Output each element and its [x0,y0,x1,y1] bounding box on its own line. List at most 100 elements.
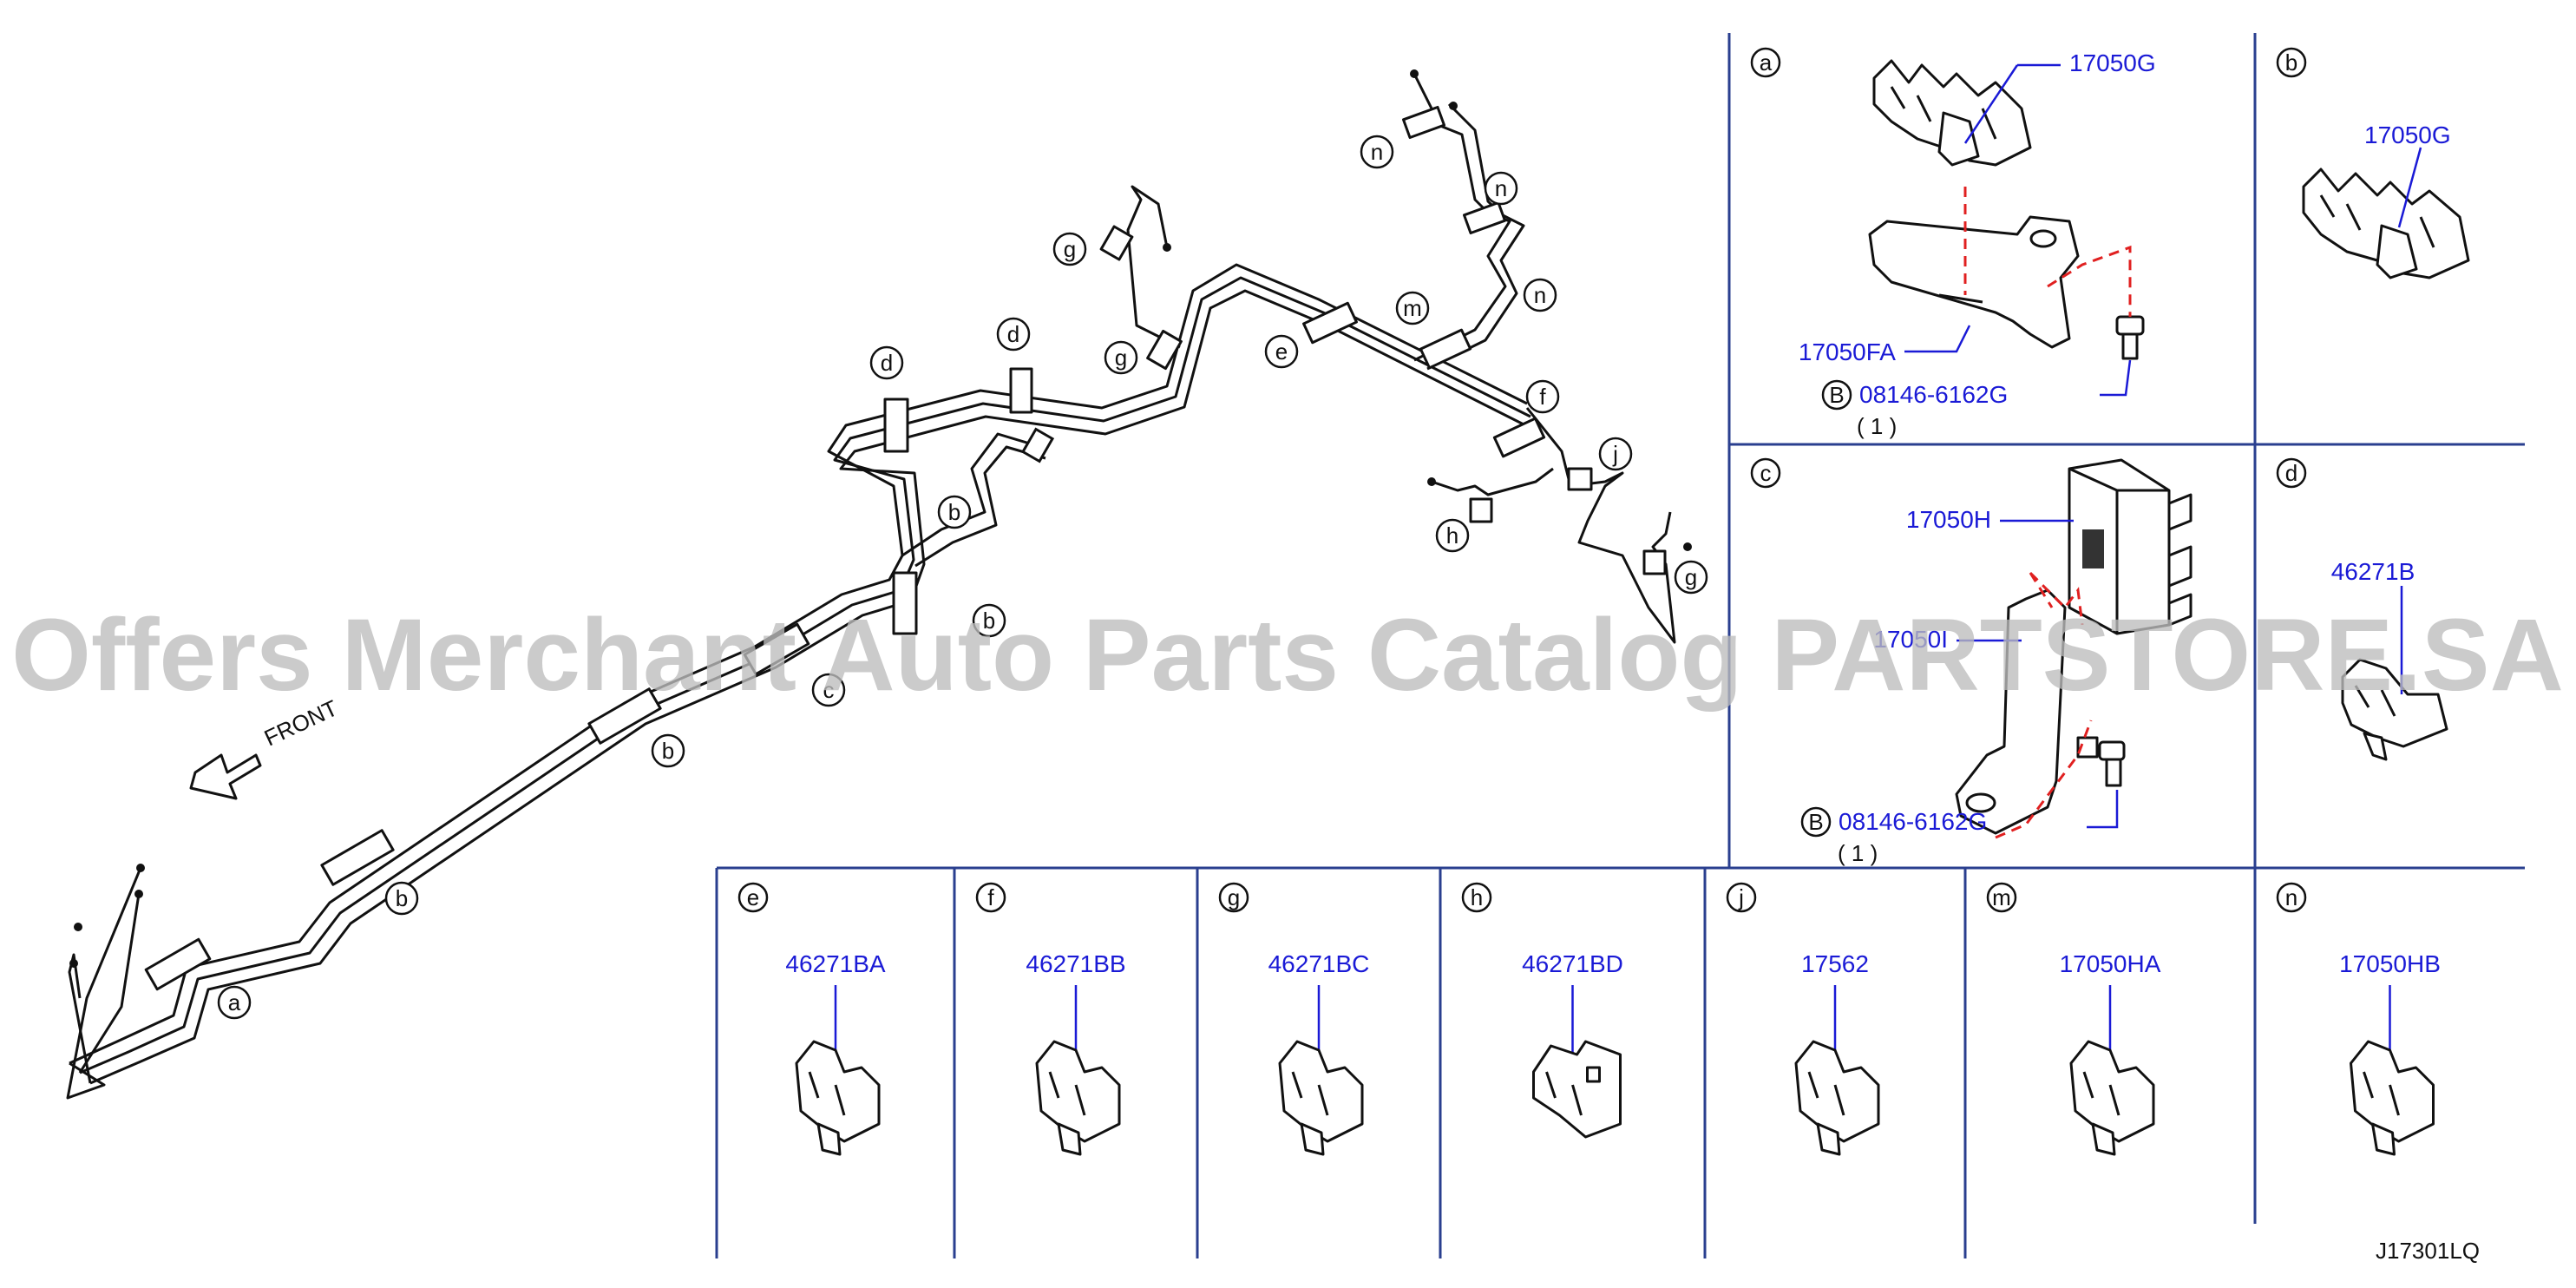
overview-callout-d: d [1007,321,1019,347]
bolt-qty-a: ( 1 ) [1857,413,1897,439]
detail-panel-d: d 46271B [2276,457,2448,761]
main-pipe-2 [79,276,1531,1074]
clip-f-icon [1035,1040,1121,1156]
pipe-clamps [144,105,1667,991]
part-m: 17050HA [2060,950,2161,977]
panel-letter-circle [2276,882,2307,913]
main-pipe-3 [89,289,1535,1085]
overview-callout-b: b [948,499,960,525]
detail-panel-j: j 17562 [1726,882,1880,1156]
overview-callout-circle [651,733,685,768]
panel-c-letter: c [1760,460,1772,486]
panel-letter-circle [1218,882,1249,913]
panel-g-letter: g [1228,884,1240,910]
panel-letter-circle [737,882,769,913]
overview-callout-b: b [396,885,408,911]
overview-callout-circle [996,317,1031,352]
overview-callout-circle [1104,340,1138,375]
overview-callout-b: b [983,608,995,634]
panel-a-letter: a [1760,49,1773,76]
part-f: 46271BB [1026,950,1125,977]
clip-h-icon [1532,1040,1622,1139]
overview-callout-d: d [881,350,893,376]
rear-branch-h [1431,467,1554,496]
detail-panel-h: h 46271BD [1461,882,1623,1139]
part-17050G-b: 17050G [2364,122,2451,148]
overview-callout-g: g [1115,345,1127,371]
overview-callout-circle [1674,560,1708,595]
panel-j-letter: j [1738,884,1744,910]
detail-panel-b: b 17050G [2276,47,2470,279]
part-17050FA: 17050FA [1799,338,1896,365]
panel-m-letter: m [1992,884,2011,910]
clamp-17050G-a-icon [1872,59,2032,167]
front-pipe-end-1 [66,867,142,1100]
overview-callout-circle [1598,437,1633,471]
overview-callout-circle [869,345,904,380]
panel-e-letter: e [747,884,759,910]
overview-callout-circle [1523,278,1557,312]
clamp-17050H-icon [2068,458,2193,635]
bracket-17050FA-icon [1868,215,2080,349]
brake-pipe-routing [66,69,1692,1100]
clip-m-icon [2069,1040,2155,1156]
clip-j-icon [1794,1040,1880,1156]
bolt-08146-6162G-c-icon [2076,736,2126,787]
rear-branch-g-left [1126,185,1181,349]
panel-letter-circle [1461,882,1492,913]
overview-callout-n: n [1534,282,1546,308]
panel-n-letter: n [2285,884,2297,910]
panel-letter-circle [975,882,1006,913]
bolt-marker-a: B [1829,382,1844,408]
watermark-text: Offers Merchant Auto Parts Catalog PARTS… [11,598,2564,713]
overview-callout-circle [1395,291,1430,325]
clip-n-icon [2350,1040,2435,1156]
overview-callout-e: e [1275,338,1288,365]
overview-callout-g: g [1685,564,1697,590]
panel-grid [715,33,2525,1258]
overview-callout-m: m [1403,295,1422,321]
clip-46271B-icon [2341,658,2448,761]
overview-callout-circle [217,985,252,1020]
panel-f-letter: f [987,884,994,910]
part-j: 17562 [1801,950,1869,977]
bolt-08146-6162G-a-icon [2115,315,2145,360]
clip-g-icon [1278,1040,1364,1156]
flex-hose [901,432,1042,557]
part-17050G-a: 17050G [2069,49,2156,76]
bolt-part-a: 08146-6162G [1859,381,2008,408]
overview-callout-a: a [228,989,241,1015]
detail-panel-e: e 46271BA [737,882,886,1156]
overview-callout-circle [1484,171,1518,206]
overview-callout-h: h [1446,522,1458,549]
overview-callout-circle [972,603,1006,638]
part-g: 46271BC [1268,950,1370,977]
bolt-part-c: 08146-6162G [1839,808,1987,835]
overview-callout-f: f [1539,384,1546,410]
overview-callout-circle [1052,232,1087,266]
overview-callout-b: b [662,738,674,764]
detail-panel-m: m 17050HA [1986,882,2161,1156]
bolt-qty-c: ( 1 ) [1838,840,1878,866]
part-h: 46271BD [1522,950,1623,977]
part-17050I: 17050I [1873,626,1948,653]
panel-letter-circle [1986,882,2017,913]
overview-callout-circle [1435,518,1470,553]
front-pipe-end-2 [78,893,141,1074]
panel-h-letter: h [1471,884,1483,910]
diagram-code: J17301LQ [2376,1238,2480,1264]
bolt-marker-c: B [1808,809,1823,835]
overview-callout-c: c [823,677,835,703]
detail-panel-f: f 46271BB [975,882,1126,1156]
part-e: 46271BA [785,950,886,977]
clamp-17050G-b-icon [2302,168,2470,279]
detail-panel-a: a 17050G 17050FA B 08146-6162G ( 1 ) [1750,47,2156,439]
overview-callout-circle [1264,334,1299,369]
overview-callout-circle [937,495,972,529]
overview-callout-n: n [1371,139,1383,165]
panel-d-letter: d [2285,460,2297,486]
panel-letter-circle [1726,882,1757,913]
detail-panel-g: g 46271BC [1218,882,1370,1156]
